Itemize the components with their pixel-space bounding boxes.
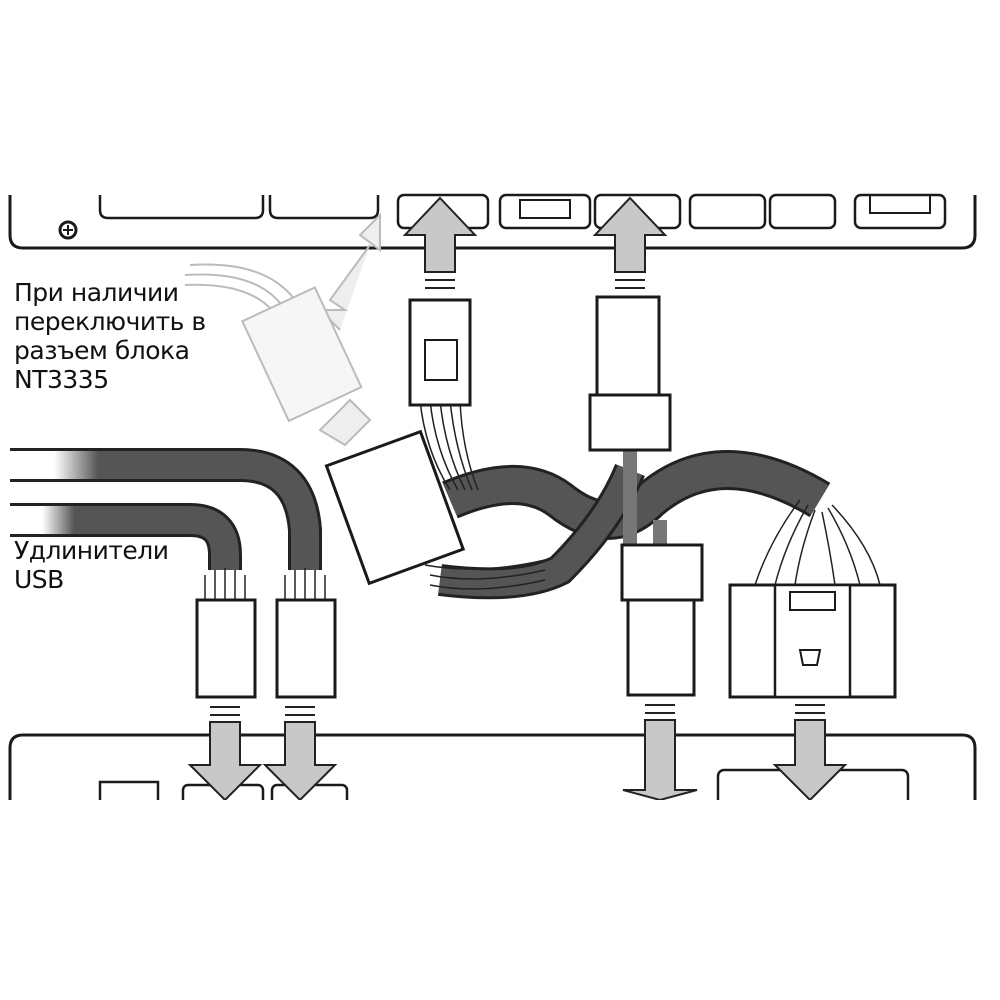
connector-top-right-latch — [588, 393, 672, 452]
arrow-down-icon — [262, 721, 338, 802]
arrow-up-icon — [402, 196, 478, 273]
nt3335-note-label: При наличии переключить в разъем блока N… — [14, 278, 244, 394]
arrow-down-icon — [187, 721, 263, 802]
arrow-up-icon — [592, 196, 668, 273]
arrow-down-icon — [772, 719, 848, 802]
usb-extensions-label: Удлинители USB — [14, 536, 214, 594]
top-slot-2 — [268, 195, 380, 220]
top-port-6 — [853, 193, 947, 230]
top-port-2 — [498, 193, 592, 230]
optional-nt3335-connector — [184, 212, 381, 447]
note-line: разъем блока — [14, 336, 190, 365]
usb-line: Удлинители — [14, 536, 169, 565]
plus-circle-icon — [58, 220, 78, 240]
connector-angled — [324, 429, 466, 586]
note-line: переключить в — [14, 307, 206, 336]
arrow-down-icon — [622, 719, 698, 802]
note-line: При наличии — [14, 278, 179, 307]
head-unit-top — [8, 195, 977, 250]
connector-mid — [620, 543, 704, 602]
top-port-5 — [768, 193, 837, 230]
usb-line: USB — [14, 565, 64, 594]
connector-top-right — [595, 295, 661, 399]
unit-bottom — [8, 733, 977, 800]
usb-connector-1 — [195, 598, 257, 699]
note-line: NT3335 — [14, 365, 109, 394]
top-slot-1 — [98, 195, 265, 220]
top-port-4 — [688, 193, 767, 230]
usb-connector-2 — [275, 598, 337, 699]
